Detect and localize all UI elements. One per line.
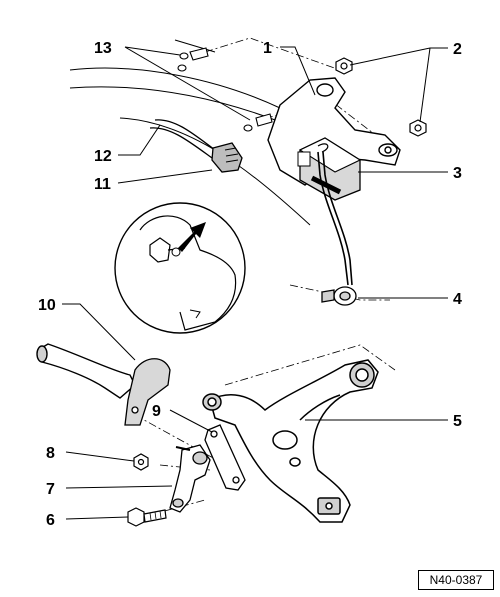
sender-linkage-rod bbox=[317, 151, 353, 286]
harness-connector bbox=[211, 142, 243, 173]
rod-end-joint bbox=[321, 286, 357, 306]
callout-4: 4 bbox=[453, 291, 462, 308]
link-bracket bbox=[204, 424, 246, 491]
callout-3: 3 bbox=[453, 165, 462, 182]
bolt-upper bbox=[177, 47, 209, 72]
coupling-link bbox=[169, 444, 211, 513]
callout-labels: 13 1 2 12 11 3 4 10 9 5 8 7 6 bbox=[38, 40, 462, 529]
wiring-harness bbox=[149, 119, 216, 159]
callout-5: 5 bbox=[453, 413, 462, 430]
callout-7: 7 bbox=[46, 481, 55, 498]
figure-reference-code: N40-0387 bbox=[418, 570, 494, 590]
callout-10: 10 bbox=[38, 297, 56, 314]
anti-roll-bar bbox=[36, 343, 136, 399]
link-bolt bbox=[127, 507, 167, 527]
detail-inset bbox=[114, 202, 246, 334]
anti-roll-bar-clamp bbox=[124, 358, 171, 426]
callout-13: 13 bbox=[94, 40, 112, 57]
link-nut bbox=[133, 453, 149, 471]
hex-nut-lower bbox=[409, 119, 427, 137]
callout-9: 9 bbox=[152, 403, 161, 420]
bolt-lower bbox=[243, 113, 273, 132]
callout-12: 12 bbox=[94, 148, 112, 165]
callout-1: 1 bbox=[263, 40, 272, 57]
callout-2: 2 bbox=[453, 41, 462, 58]
track-control-arm bbox=[202, 359, 379, 523]
callout-6: 6 bbox=[46, 512, 55, 529]
arrow-icon bbox=[178, 222, 206, 252]
hex-nut-top bbox=[335, 57, 353, 75]
leader-lines bbox=[62, 46, 448, 520]
callout-11: 11 bbox=[94, 176, 111, 193]
callout-8: 8 bbox=[46, 445, 55, 462]
